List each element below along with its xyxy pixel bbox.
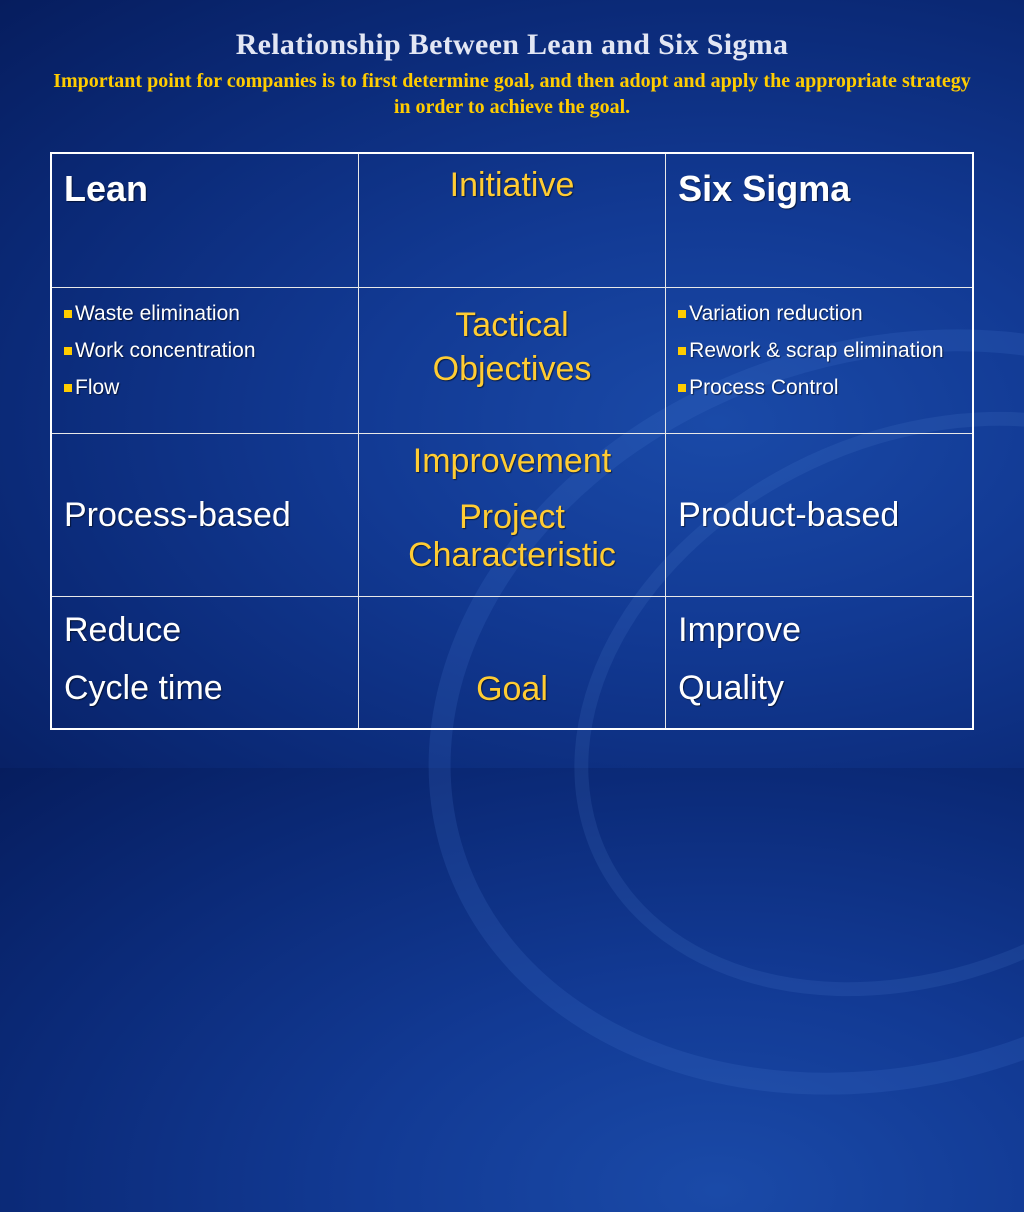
slide-header: Relationship Between Lean and Six Sigma … xyxy=(0,28,1024,120)
improvement-label: Improvement xyxy=(412,441,612,480)
lean-project-cell: Process-based xyxy=(50,432,359,597)
table-row-header: Lean Initiative Six Sigma xyxy=(50,152,974,288)
tactical-objectives-cell: Tactical Objectives xyxy=(357,286,667,434)
six-sigma-project-cell: Product-based xyxy=(665,432,974,597)
cycle-time-label: Cycle time xyxy=(64,668,223,707)
quality-label: Quality xyxy=(678,668,784,707)
goal-cell: Goal xyxy=(357,595,667,730)
project-characteristic-label: Project Characteristic xyxy=(408,497,616,574)
comparison-table: Lean Initiative Six Sigma Waste eliminat… xyxy=(50,152,974,730)
header-six-sigma: Six Sigma xyxy=(665,152,974,288)
header-initiative: Initiative xyxy=(357,152,667,288)
list-item: Process Control xyxy=(678,376,960,400)
objectives-label: Objectives xyxy=(432,349,592,388)
list-item: Rework & scrap elimination xyxy=(678,339,960,363)
six-sigma-goal-cell: Improve Quality xyxy=(665,595,974,730)
table-row-project: Process-based Improvement Project Charac… xyxy=(50,432,974,597)
tactical-label: Tactical xyxy=(455,305,569,344)
project-characteristic-cell: Improvement Project Characteristic xyxy=(357,432,667,597)
lean-goal-cell: Reduce Cycle time xyxy=(50,595,359,730)
lean-tactical-cell: Waste elimination Work concentration Flo… xyxy=(50,286,359,434)
six-sigma-tactical-cell: Variation reduction Rework & scrap elimi… xyxy=(665,286,974,434)
list-item: Work concentration xyxy=(64,339,346,363)
reduce-label: Reduce xyxy=(64,610,182,649)
slide-subtitle: Important point for companies is to firs… xyxy=(53,70,971,118)
slide-title: Relationship Between Lean and Six Sigma xyxy=(235,28,789,61)
list-item: Waste elimination xyxy=(64,302,346,326)
header-lean: Lean xyxy=(50,152,359,288)
list-item: Flow xyxy=(64,376,346,400)
improve-label: Improve xyxy=(678,610,801,649)
table-row-goal: Reduce Cycle time Goal Improve Quality xyxy=(50,595,974,730)
table-row-tactical: Waste elimination Work concentration Flo… xyxy=(50,286,974,434)
list-item: Variation reduction xyxy=(678,302,960,326)
